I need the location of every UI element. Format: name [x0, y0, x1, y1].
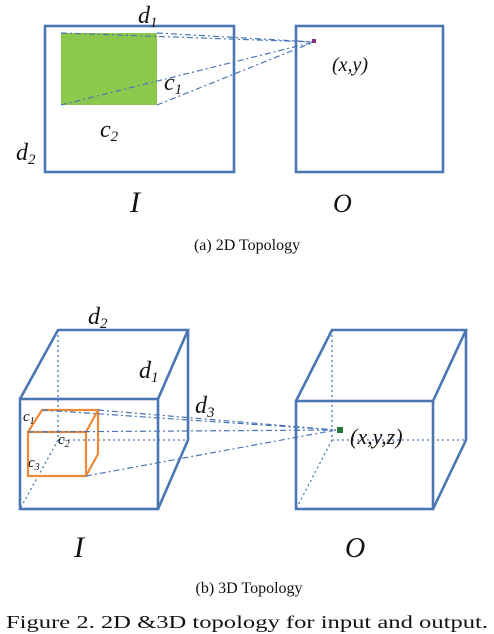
input-plane-2d: [43, 24, 236, 174]
projection-ray: [97, 409, 337, 431]
projection-ray: [156, 41, 315, 106]
output-point-marker-3d: [337, 427, 343, 433]
label-d1-3d: d1: [139, 358, 159, 386]
panel-3d: d2 d1 d3 c1 c2 c3 (x,y,z) I O (b) 3D Top…: [18, 304, 469, 597]
receptive-patch-2d: [61, 33, 157, 105]
label-c2-2d: c2: [100, 117, 119, 145]
output-name-2d: O: [333, 189, 352, 218]
input-cube-3d: [18, 328, 190, 511]
caption-3d: (b) 3D Topology: [195, 580, 302, 597]
label-c2-3d: c2: [58, 432, 70, 450]
projection-ray: [156, 32, 315, 43]
projection-ray: [60, 41, 315, 106]
output-point-label-2d: (x,y): [332, 54, 368, 76]
projection-ray: [27, 429, 337, 433]
output-name-3d: O: [345, 533, 365, 564]
label-d3-3d: d3: [195, 393, 215, 421]
projection-ray: [85, 429, 337, 477]
label-c3-3d: c3: [28, 455, 40, 473]
label-c1-3d: c1: [23, 409, 35, 427]
projection-ray: [60, 32, 315, 43]
figure-caption: Figure 2. 2D &3D topology for input and …: [6, 612, 488, 632]
label-d2-2d: d2: [16, 140, 36, 168]
input-name-3d: I: [73, 531, 86, 564]
panel-2d: d1 d2 c1 c2 (x,y) I O (a) 2D Topology: [16, 3, 445, 254]
input-name-2d: I: [129, 186, 142, 219]
caption-2d: (a) 2D Topology: [194, 237, 300, 254]
label-c1-2d: c1: [164, 70, 182, 98]
output-cube-3d: [294, 328, 469, 511]
output-point-marker-2d: [312, 39, 316, 43]
label-d1-2d: d1: [138, 3, 158, 31]
label-d2-3d: d2: [88, 304, 108, 332]
output-point-label-3d: (x,y,z): [350, 424, 403, 449]
output-plane-2d: [294, 24, 445, 174]
